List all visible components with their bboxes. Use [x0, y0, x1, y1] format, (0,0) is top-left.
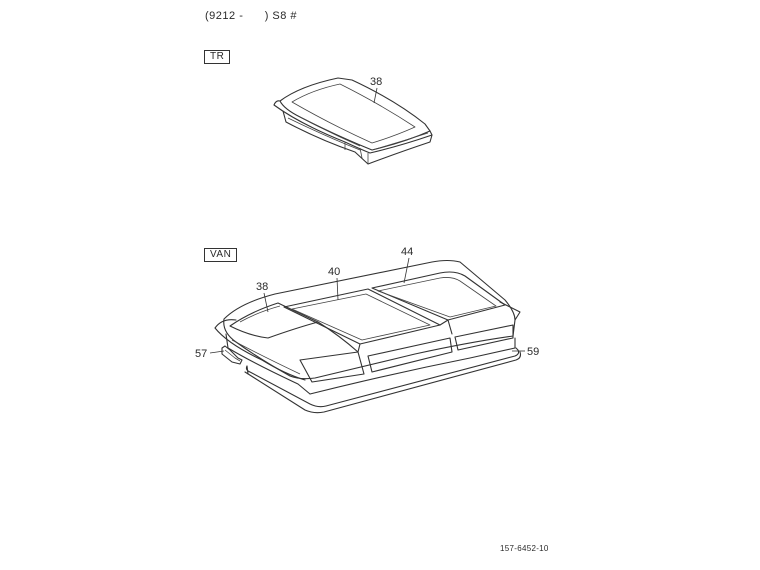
leader-van-44 — [403, 257, 410, 284]
callout-van-40: 40 — [328, 266, 340, 278]
callout-tr-38: 38 — [370, 76, 382, 88]
tr-roof-panel — [273, 77, 433, 165]
leader-van-57 — [209, 350, 225, 354]
callout-van-59: 59 — [527, 346, 539, 358]
document-number: 157-6452-10 — [500, 544, 549, 553]
leader-van-40 — [336, 277, 339, 301]
variant-label-van: VAN — [204, 248, 238, 262]
variant-label-tr: TR — [204, 50, 231, 64]
seal-59 — [244, 347, 522, 414]
leader-tr-38 — [373, 87, 378, 104]
callout-van-44: 44 — [401, 246, 413, 258]
header-note: (9212 - ) S8 # — [205, 10, 298, 22]
seal-57 — [221, 345, 243, 365]
leader-van-38 — [263, 292, 269, 313]
callout-van-38: 38 — [256, 281, 268, 293]
callout-van-57: 57 — [195, 348, 207, 360]
